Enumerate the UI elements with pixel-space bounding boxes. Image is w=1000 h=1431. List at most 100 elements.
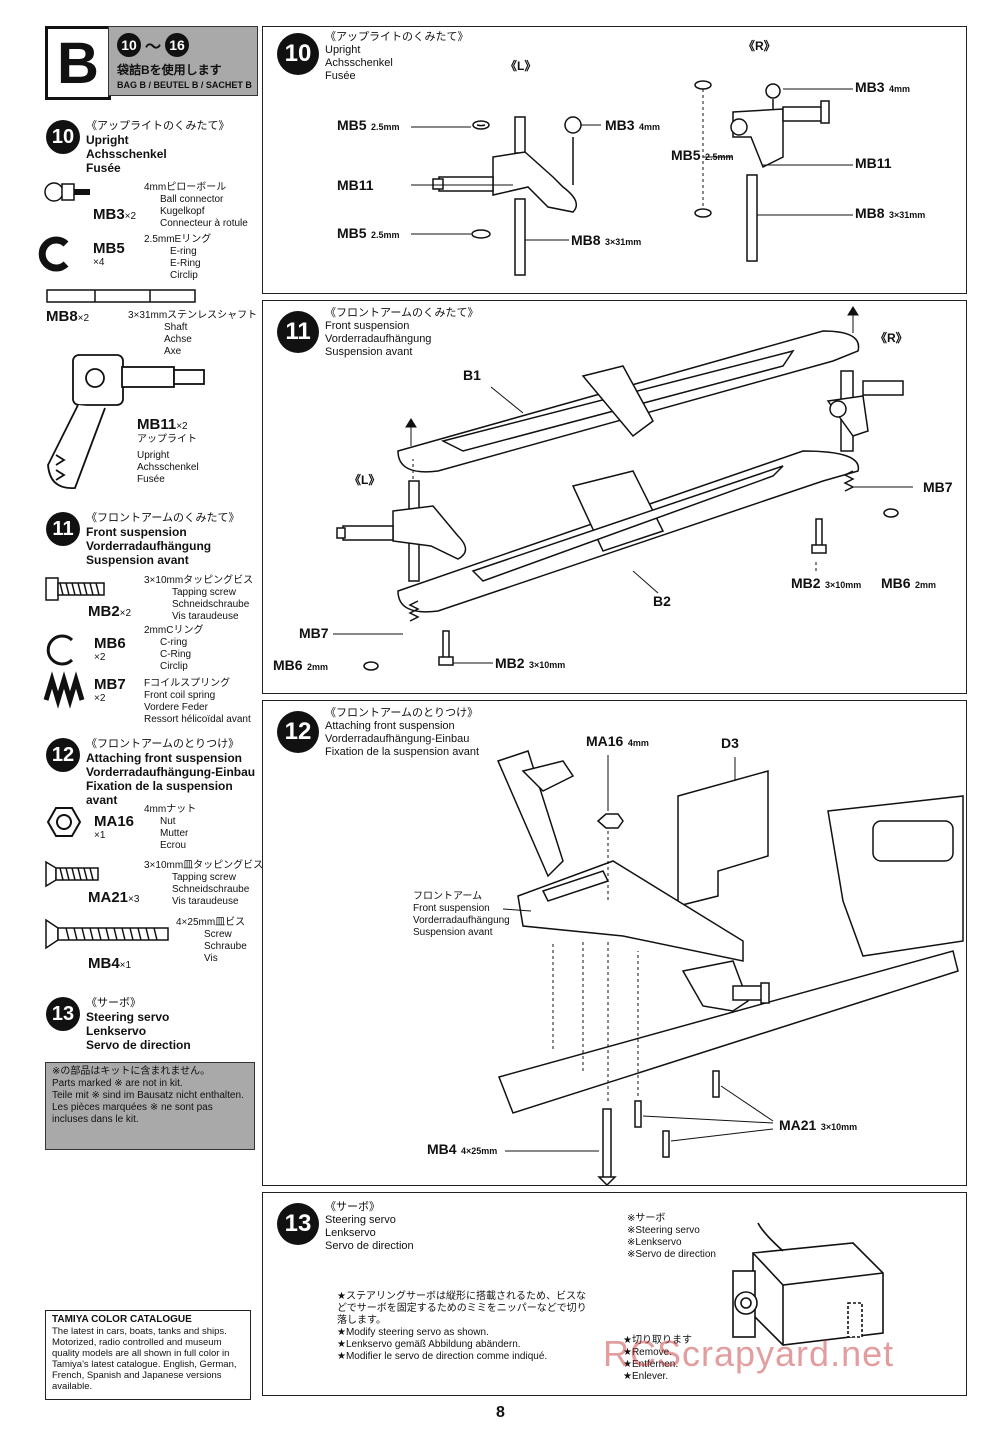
p12-front-arm: フロントアーム Front suspension Vorderradaufhän… — [413, 891, 510, 939]
sidebar-step-13-en: Steering servo — [86, 1010, 170, 1024]
mb2-de: Schneidschraube — [172, 599, 250, 610]
mb8-jp: 3×31mmステンレスシャフト — [128, 310, 258, 321]
p12-ma21: MA21 3×10mm — [779, 1117, 857, 1135]
sidebar-step-11-fr: Suspension avant — [86, 553, 189, 567]
mb2-code-text: MB2 — [88, 603, 120, 620]
mb3-qty: ×2 — [124, 211, 137, 222]
mb6-qty: ×2 — [94, 652, 106, 663]
mb6-fr: Circlip — [160, 661, 188, 672]
front-arm-mounting-drawing — [496, 750, 964, 1185]
p11-mb6-dim: 2mm — [915, 580, 937, 590]
mb3-code: MB3×2 — [93, 206, 136, 224]
mb8-fr: Axe — [164, 346, 182, 357]
mb2-desc: 3×10mmタッピングビス Tapping screw Schneidschra… — [144, 575, 253, 623]
p12-mb4-label: MB4 — [427, 1141, 457, 1157]
ma16-desc: 4mmナット Nut Mutter Ecrou — [144, 804, 196, 852]
panel-11-en: Front suspension — [325, 320, 410, 332]
panel-12-jp: 《フロントアームのとりつけ》 — [325, 707, 479, 719]
panel-13-en: Steering servo — [325, 1214, 396, 1226]
watermark: RCScrapyard.net — [603, 1333, 895, 1374]
remove-note: ★切り取ります ★Remove. ★Entfernen. ★Enlever. — [623, 1335, 692, 1383]
ma21-desc: 3×10mm皿タッピングビス Tapping screw Schneidschr… — [144, 860, 263, 908]
p11-mb7-left: MB7 — [299, 625, 329, 641]
ma21-jp: 3×10mm皿タッピングビス — [144, 860, 264, 871]
ma16-jp: 4mmナット — [144, 804, 197, 815]
panel-10-fr: Fusée — [325, 70, 356, 82]
mb5-fr: Circlip — [170, 270, 198, 281]
mb11-block: MB11×2 アップライト Upright Achsschenkel Fusée — [137, 416, 199, 486]
mb6-en: C-ring — [160, 637, 188, 648]
upright-icon — [47, 354, 205, 489]
servo-note-en: ★Modify steering servo as shown. — [337, 1327, 489, 1338]
sidebar-step-10-jp: 《アップライトのくみたて》 — [86, 120, 230, 132]
p11-b1: B1 — [463, 367, 481, 383]
p10-mb3-label: MB3 — [605, 117, 635, 133]
mb4-en: Screw — [204, 929, 232, 940]
mb4-jp: 4×25mm皿ビス — [176, 917, 246, 928]
mb5-jp: 2.5mmEリング — [144, 234, 212, 245]
sidebar-step-13-fr: Servo de direction — [86, 1038, 191, 1052]
servo-fr: ※Servo de direction — [627, 1249, 716, 1260]
panel-11-jp: 《フロントアームのくみたて》 — [325, 307, 479, 319]
p12-ma21-dim: 3×10mm — [820, 1122, 858, 1132]
p12-ma16: MA16 4mm — [586, 733, 649, 751]
p11-mb2-dim: 3×10mm — [825, 580, 862, 590]
mb4-de: Schraube — [204, 941, 247, 952]
servo-de: ※Lenkservo — [627, 1237, 682, 1248]
mb2-code: MB2×2 — [88, 603, 131, 621]
nut-icon — [46, 807, 82, 837]
servo-note-fr: ★Modifier le servo de direction comme in… — [337, 1351, 548, 1362]
mb11-qty: ×2 — [176, 421, 188, 432]
panel-12-de: Vorderradaufhängung-Einbau — [325, 733, 470, 745]
mb4-code-text: MB4 — [88, 955, 120, 972]
sidebar-step-11-jp: 《フロントアームのくみたて》 — [86, 512, 240, 524]
mb11-de: Achsschenkel — [137, 462, 199, 473]
mb8-code-text: MB8 — [46, 308, 78, 325]
p11-mb6-right: MB6 2mm — [881, 575, 936, 593]
sidebar-step-11-de: Vorderradaufhängung — [86, 539, 212, 553]
mb5-en: E-ring — [170, 246, 197, 257]
sidebar-step-12-badge: 12 — [46, 738, 80, 772]
servo-en: ※Steering servo — [627, 1225, 700, 1236]
panel-11-de: Vorderradaufhängung — [325, 333, 432, 345]
ma16-code: MA16×1 — [94, 813, 134, 842]
ma21-qty: ×3 — [128, 894, 140, 905]
p10-mb5-bottom: MB5 2.5mm — [337, 225, 400, 243]
ma16-en: Nut — [160, 816, 176, 827]
p10-mb5-top: MB5 2.5mm — [337, 117, 400, 135]
panel-12-title: 《フロントアームのとりつけ》 Attaching front suspensio… — [325, 707, 495, 759]
mb4-fr: Vis — [204, 953, 218, 964]
mb5-code-text: MB5 — [93, 240, 125, 257]
panel-10-title: 《アップライトのくみたて》 Upright Achsschenkel Fusée — [325, 31, 468, 83]
panel-10-badge: 10 — [277, 33, 319, 75]
p10-mb11-right: MB11 — [855, 155, 892, 171]
ball-connector-icon — [44, 182, 90, 202]
panel-11-fr: Suspension avant — [325, 346, 413, 358]
mb6-code-text: MB6 — [94, 635, 126, 652]
mb11-fr: Fusée — [137, 474, 165, 485]
p12-arm-de: Vorderradaufhängung — [413, 915, 510, 926]
sidebar-step-12-jp: 《フロントアームのとりつけ》 — [86, 738, 240, 750]
mb7-code: MB7×2 — [94, 676, 126, 705]
servo-modify-note: ★ステアリングサーボは縦形に搭載されるため、ビスなどでサーボを固定するためのミミ… — [337, 1291, 587, 1363]
remove-jp: ★切り取ります — [623, 1335, 692, 1346]
p10-mb3-left: MB3 4mm — [605, 117, 660, 135]
p10-mb3-dim-2: 4mm — [889, 84, 911, 94]
panel-11-title: 《フロントアームのくみたて》 Front suspension Vorderra… — [325, 307, 478, 359]
ma16-de: Mutter — [160, 828, 189, 839]
panel-step-12: 12 《フロントアームのとりつけ》 Attaching front suspen… — [262, 700, 967, 1186]
sidebar-step-12-de: Vorderradaufhängung-Einbau — [86, 765, 256, 779]
panel-10-en: Upright — [325, 44, 361, 56]
p10-mb3-right: MB3 4mm — [855, 79, 910, 97]
sidebar-step-11-title: 《フロントアームのくみたて》 Front suspension Vorderra… — [86, 512, 239, 567]
sidebar-step-10-badge: 10 — [46, 120, 80, 154]
mb5-qty: ×4 — [93, 257, 105, 268]
color-catalogue-box: TAMIYA COLOR CATALOGUE The latest in car… — [45, 1310, 251, 1400]
mb7-desc: Fコイルスプリング Front coil spring Vordere Fede… — [144, 678, 251, 726]
step-range-end: 16 — [165, 33, 190, 57]
mb2-en: Tapping screw — [172, 587, 236, 598]
sidebar-step-11-en: Front suspension — [86, 525, 187, 539]
panel-10-right-tag: 《R》 — [743, 39, 776, 53]
mb7-code-text: MB7 — [94, 676, 126, 693]
